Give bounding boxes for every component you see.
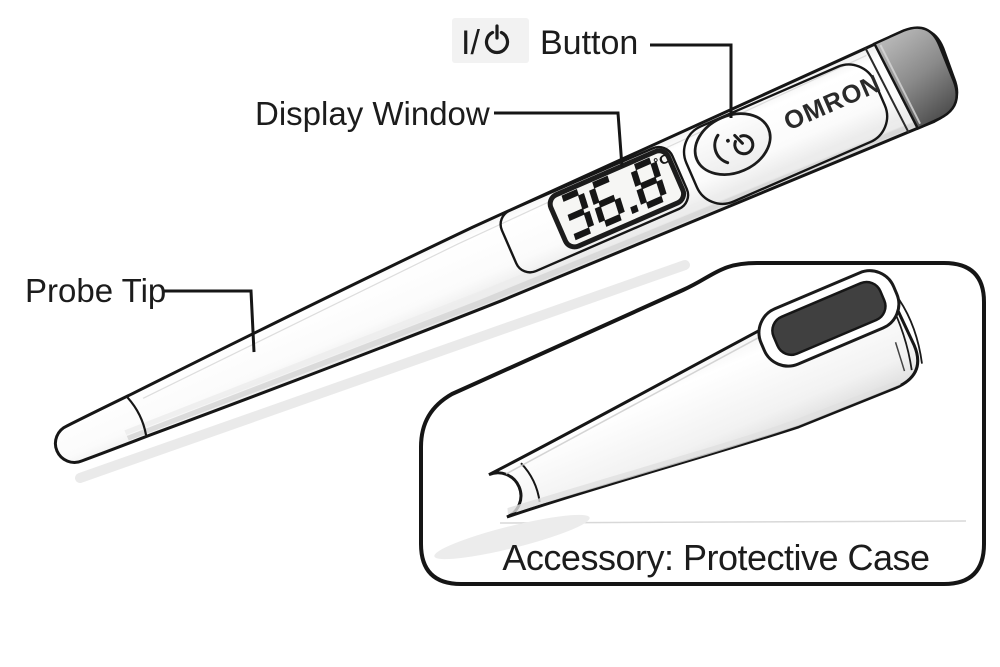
lcd-segment bbox=[640, 176, 658, 190]
case-tip-separator bbox=[520, 462, 541, 503]
lcd-segment bbox=[656, 179, 667, 197]
lcd-segment bbox=[604, 213, 622, 227]
lcd-decimal-point bbox=[630, 204, 639, 215]
power-icon-arc bbox=[484, 30, 510, 55]
lcd-unit: °C bbox=[651, 152, 670, 171]
lcd-segment bbox=[577, 192, 589, 210]
lcd-segment bbox=[650, 161, 661, 179]
faceplate bbox=[682, 63, 889, 206]
case-bottom-shade bbox=[507, 380, 901, 515]
lcd-segment bbox=[636, 187, 647, 205]
lcd-segment bbox=[634, 157, 652, 171]
display-bezel bbox=[499, 145, 690, 274]
power-button-icon bbox=[713, 133, 755, 165]
thermometer: °C OMRON bbox=[53, 26, 959, 464]
button-i-mark bbox=[713, 133, 730, 165]
power-symbol-arc bbox=[733, 134, 755, 156]
lcd-segment bbox=[592, 175, 610, 189]
power-button bbox=[693, 112, 772, 176]
case-shadow bbox=[434, 514, 590, 560]
probe-tip-separator bbox=[126, 396, 148, 436]
lcd-segment bbox=[646, 195, 664, 209]
lcd-segment bbox=[573, 227, 591, 241]
case-crack-line bbox=[894, 342, 906, 372]
lcd-segment bbox=[567, 208, 585, 222]
callout-line-button bbox=[650, 43, 733, 118]
lcd-segment bbox=[614, 197, 625, 215]
lcd-digits bbox=[561, 157, 667, 241]
cap-seam bbox=[864, 47, 910, 133]
lcd-segment bbox=[594, 205, 606, 223]
body-lower-shade bbox=[126, 109, 947, 441]
power-symbol-line bbox=[733, 133, 744, 145]
power-key-box bbox=[452, 18, 529, 63]
power-icon bbox=[484, 24, 510, 55]
cap-highlight bbox=[879, 44, 921, 125]
inset-caption: Accessory: Protective Case bbox=[502, 537, 929, 578]
lcd-segment bbox=[589, 188, 600, 206]
lcd-segment bbox=[561, 188, 579, 202]
case-opening bbox=[771, 280, 887, 357]
end-cap bbox=[872, 26, 958, 131]
button-dot bbox=[726, 138, 730, 143]
thermometer-shadow bbox=[75, 260, 690, 483]
lcd-segment bbox=[583, 210, 595, 228]
case-top-highlight bbox=[505, 335, 761, 475]
protective-case bbox=[488, 269, 923, 519]
display-window-label: Display Window bbox=[255, 95, 490, 132]
callout-line-display bbox=[494, 111, 624, 168]
power-button-label: Button bbox=[540, 24, 638, 62]
case-end-ridge-2 bbox=[898, 298, 923, 364]
display-window bbox=[547, 148, 687, 250]
body-lower-shade-light bbox=[124, 102, 945, 436]
callout-line-probe bbox=[163, 289, 256, 353]
lcd-segment bbox=[598, 194, 616, 208]
probe-tip-label: Probe Tip bbox=[25, 272, 166, 309]
power-key-label: I/ bbox=[461, 24, 480, 62]
lcd-segment bbox=[630, 169, 642, 187]
